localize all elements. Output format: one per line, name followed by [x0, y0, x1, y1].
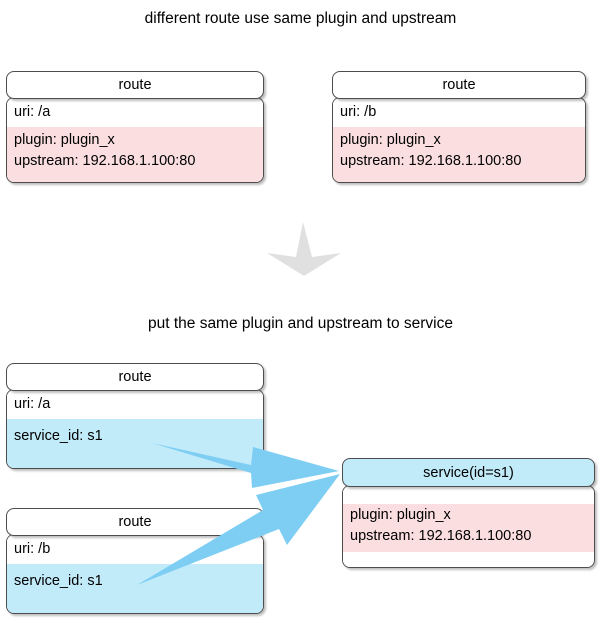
service-plugin-upstream-row: plugin: plugin_x upstream: 192.168.1.100… [343, 504, 594, 552]
route-box-b-bottom: route uri: /b service_id: s1 [6, 508, 264, 614]
route-a-plugin-text: plugin: plugin_x [14, 132, 115, 148]
route-b-upstream-text: upstream: 192.168.1.100:80 [340, 153, 522, 169]
route-box-a-bottom: route uri: /a service_id: s1 [6, 363, 264, 469]
route-b-uri-row: uri: /b [333, 98, 585, 127]
service-box-top-spacer [343, 486, 594, 504]
route-box-a-bottom-header: route [6, 363, 264, 391]
top-section-title: different route use same plugin and upst… [144, 10, 457, 27]
route-a-plugin-upstream-row: plugin: plugin_x upstream: 192.168.1.100… [7, 127, 263, 182]
route-a-uri-row: uri: /a [7, 98, 263, 127]
route-box-b-bottom-body: uri: /b service_id: s1 [6, 534, 264, 614]
bottom-section-title: put the same plugin and upstream to serv… [147, 315, 453, 332]
route-b-service-id-row: service_id: s1 [7, 564, 263, 613]
route-b-plugin-text: plugin: plugin_x [340, 132, 441, 148]
route-box-b-bottom-header: route [6, 508, 264, 536]
service-upstream-text: upstream: 192.168.1.100:80 [350, 528, 532, 544]
route-box-b-top: route uri: /b plugin: plugin_x upstream:… [332, 71, 586, 183]
service-plugin-text: plugin: plugin_x [350, 507, 451, 523]
service-box: service(id=s1) plugin: plugin_x upstream… [342, 458, 595, 568]
route-a-service-id-row: service_id: s1 [7, 419, 263, 468]
route-b-plugin-upstream-row: plugin: plugin_x upstream: 192.168.1.100… [333, 127, 585, 182]
route-box-a-bottom-body: uri: /a service_id: s1 [6, 389, 264, 469]
service-box-header: service(id=s1) [342, 458, 595, 487]
route-a-upstream-text: upstream: 192.168.1.100:80 [14, 153, 196, 169]
route-box-a-top: route uri: /a plugin: plugin_x upstream:… [6, 71, 264, 183]
service-box-body: plugin: plugin_x upstream: 192.168.1.100… [342, 485, 595, 568]
route-box-a-top-header: route [6, 71, 264, 99]
service-box-bottom-spacer [343, 552, 594, 567]
route-a-bottom-uri-row: uri: /a [7, 390, 263, 419]
route-box-a-top-body: uri: /a plugin: plugin_x upstream: 192.1… [6, 97, 264, 183]
route-box-b-top-header: route [332, 71, 586, 99]
route-b-bottom-uri-row: uri: /b [7, 535, 263, 564]
route-box-b-top-body: uri: /b plugin: plugin_x upstream: 192.1… [332, 97, 586, 183]
arrow-down-icon [267, 222, 341, 276]
